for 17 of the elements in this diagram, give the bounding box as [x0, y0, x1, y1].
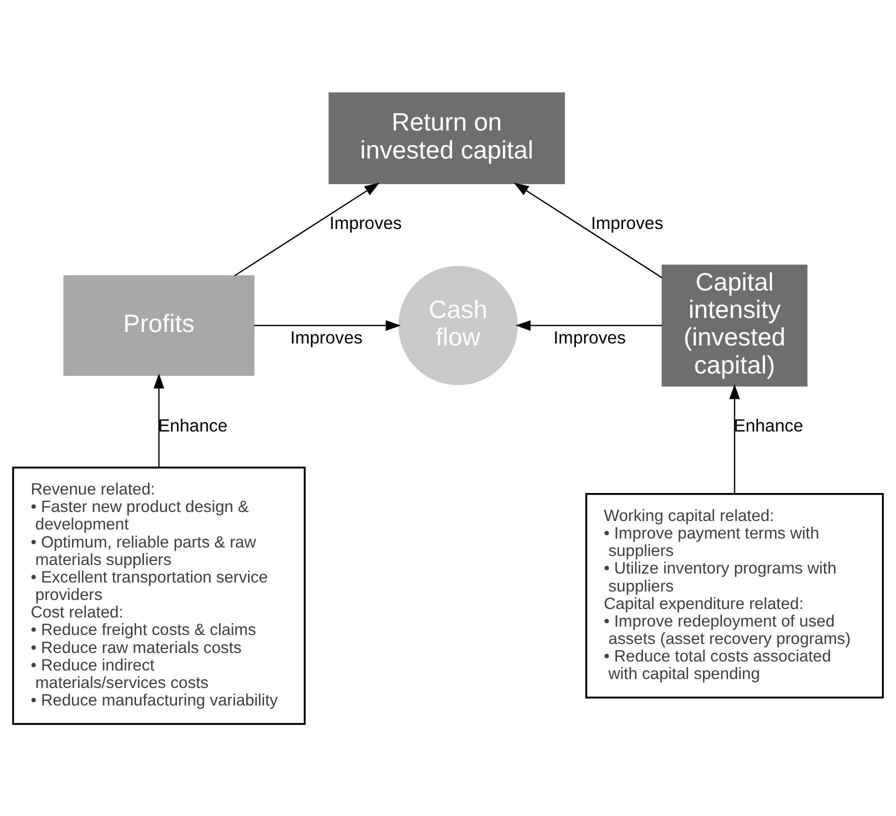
node-box: Profits	[63, 274, 254, 376]
node-box: Working capital related: • Improve payment terms with suppliers • Utilize inventory programs with suppliers Capital expenditure related: • Improve redeployment of used assets (asset recovery programs) • Reduce total costs associated with capital spending	[585, 492, 884, 698]
edge-label: Improves	[554, 326, 626, 347]
arrow	[515, 320, 662, 330]
edge-label: Enhance	[734, 414, 804, 435]
arrow	[254, 320, 401, 330]
edge-label: Improves	[330, 212, 402, 233]
edge-label: Improves	[290, 326, 363, 347]
edge-label: Enhance	[158, 414, 228, 435]
node-box: Capital intensity (invested capital)	[662, 264, 808, 386]
node-box: Return on invested capital	[328, 92, 565, 184]
arrow	[514, 182, 662, 278]
edge-label: Improves	[590, 212, 664, 233]
arrow	[729, 384, 740, 494]
arrow	[234, 182, 380, 276]
arrow	[154, 372, 164, 467]
node-box: Revenue related: • Faster new product design & development • Optimum, reliable parts & raw materials suppliers • Excellent transportation service providers Cost related: • Reduce freight costs & claims • Reduce raw materials costs • Reduce indirect materials/services costs • Reduce manufacturing variability	[12, 466, 306, 724]
